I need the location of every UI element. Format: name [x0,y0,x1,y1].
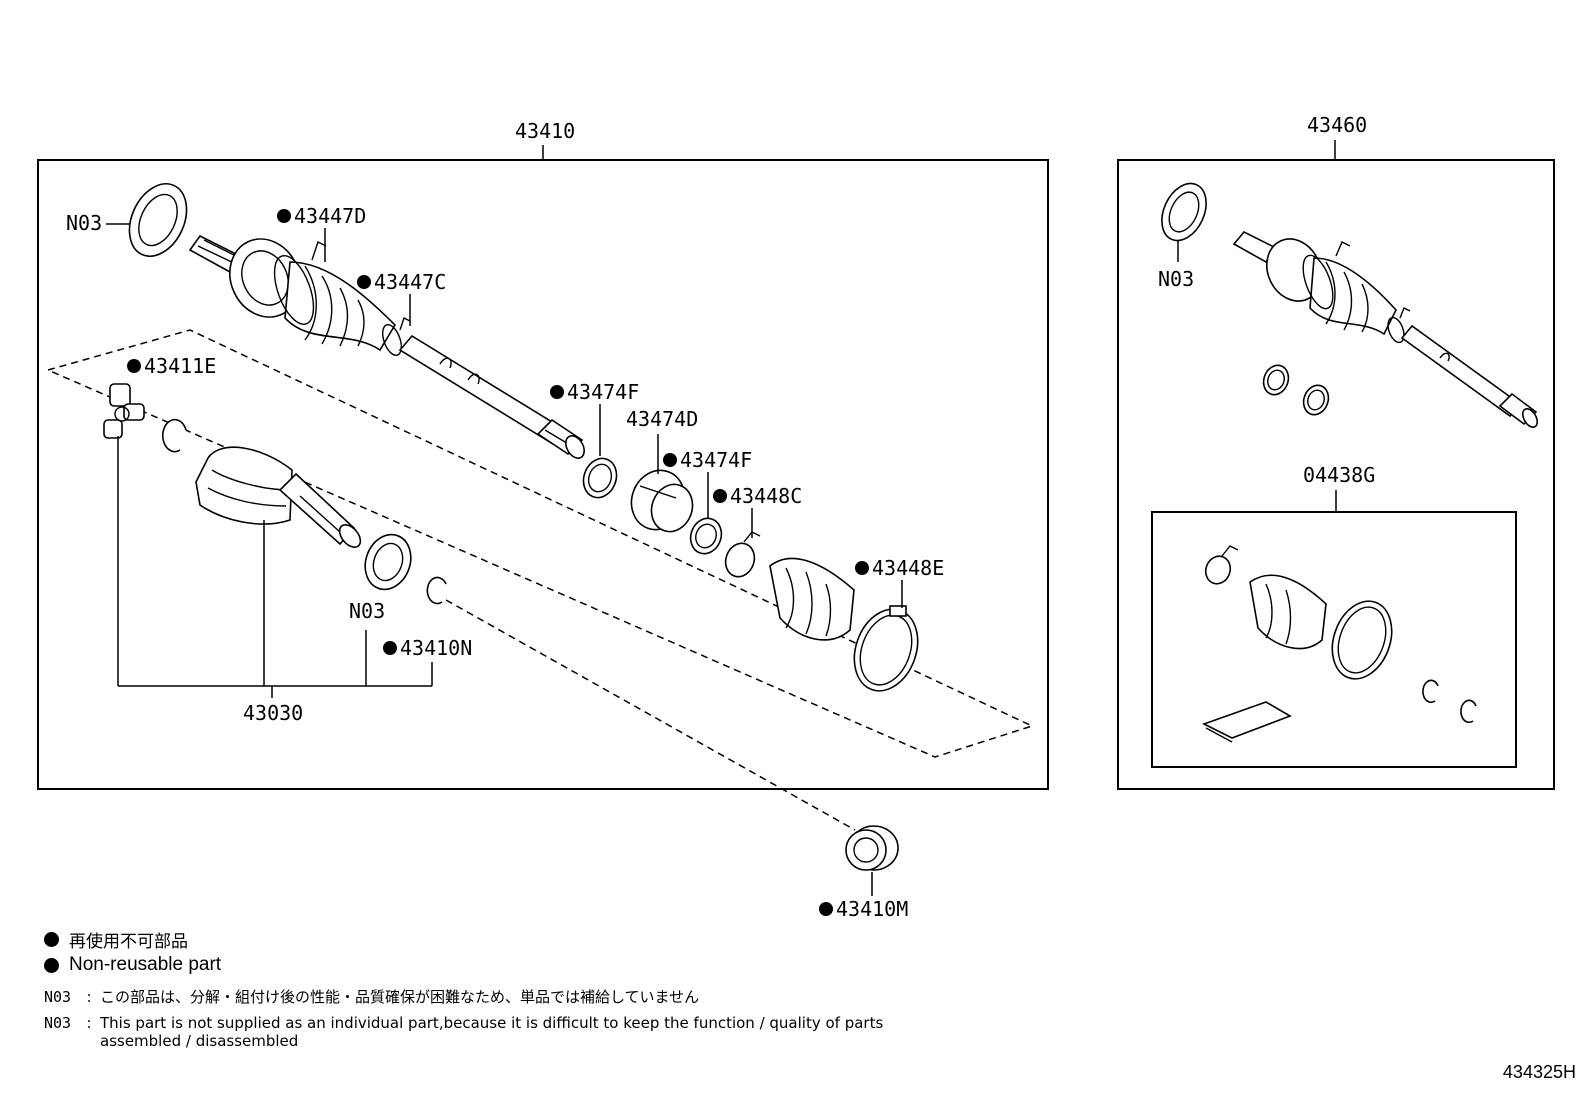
seal-n03-right [1161,182,1207,242]
seal-n03-mid [364,533,412,591]
label-43460[interactable]: 43460 [1307,113,1367,137]
inboard-boot [769,557,855,641]
right-drive-shaft [1232,231,1539,428]
label-04438G[interactable]: 04438G [1303,463,1375,487]
note-code-jp: N03 [44,988,72,1006]
snap-ring-43410N [426,576,447,605]
legend-jp-text: 再使用不可部品 [69,931,188,952]
legend-row-en: Non-reusable part [44,952,884,978]
note-code-en: N03 [44,1014,72,1032]
label-n03-right[interactable]: N03 [1158,267,1194,291]
bullet-icon [44,957,59,973]
boot-kit-parts [1201,545,1477,743]
label-n03-top[interactable]: N03 [66,211,102,235]
label-43410N[interactable]: 43410N [400,636,472,660]
clamp-43448C [724,531,761,578]
label-43030[interactable]: 43030 [243,701,303,725]
note-row-jp: N03 : この部品は、分解・組付け後の性能・品質確保が困難なため、単品では補給… [44,988,884,1006]
right-rings [1262,364,1330,416]
label-43474D[interactable]: 43474D [626,407,698,431]
legend: 再使用不可部品 Non-reusable part N03 : この部品は、分解… [44,926,884,1050]
label-43410M[interactable]: 43410M [836,897,908,921]
boot-kit-frame [1151,511,1517,768]
snap-ring-left [161,418,187,453]
label-43447C[interactable]: 43447C [374,270,446,294]
label-43410[interactable]: 43410 [515,119,575,143]
bullet-icon [44,931,59,947]
note-text-en: This part is not supplied as an individu… [100,1014,884,1050]
ring-43474F-b [689,517,723,555]
seal-n03-top [128,183,188,257]
bearing-43410M [845,825,899,871]
inboard-joint-housing-43030 [195,446,362,549]
label-43448E[interactable]: 43448E [872,556,944,580]
label-43448C[interactable]: 43448C [730,484,802,508]
clamp-band-43448E [853,605,919,692]
leader-43410M [445,599,856,831]
note-separator: : [86,1014,92,1032]
note-row-en: N03 : This part is not supplied as an in… [44,1014,884,1050]
note-text-jp: この部品は、分解・組付け後の性能・品質確保が困難なため、単品では補給していません [100,988,700,1006]
assembly-43460-frame [1117,159,1555,790]
assembly-43410-frame [37,159,1049,790]
legend-en-text: Non-reusable part [69,954,222,975]
legend-row-jp: 再使用不可部品 [44,926,884,952]
inboard-group-outline [47,329,1035,758]
spider-43474D [630,469,694,533]
label-43411E[interactable]: 43411E [144,354,216,378]
ring-43474F-a [582,457,618,499]
label-n03-mid[interactable]: N03 [349,599,385,623]
label-43474F-a[interactable]: 43474F [567,380,639,404]
diagram-code: 434325H [1502,1062,1576,1082]
tripod-43411E [103,383,145,439]
main-drive-shaft [188,234,585,459]
label-43447D[interactable]: 43447D [294,204,366,228]
note-separator: : [86,988,92,1006]
label-43474F-b[interactable]: 43474F [680,448,752,472]
